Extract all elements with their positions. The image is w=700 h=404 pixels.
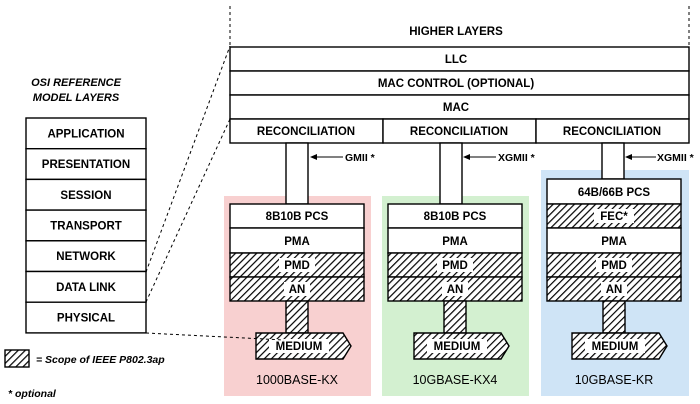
mapping-line-physical: [145, 332, 285, 341]
medium-label-10gbase-kx4: MEDIUM: [434, 341, 481, 353]
medium-label-10gbase-kr: MEDIUM: [592, 341, 639, 353]
pma-label-10gbase-kr: PMA: [601, 236, 627, 248]
mac-control-label: MAC CONTROL (OPTIONAL): [378, 78, 534, 90]
osi-layer-label: NETWORK: [56, 251, 116, 263]
reconciliation-label-2: RECONCILIATION: [410, 126, 508, 138]
medium-label-1000base-kx: MEDIUM: [276, 341, 323, 353]
gmii-bus: [285, 142, 309, 205]
osi-layer-label: SESSION: [60, 190, 111, 202]
pma-label-1000base-kx: PMA: [284, 236, 310, 248]
pmd-label-bg-1000base-kx: [279, 258, 315, 272]
medium-link-10gbase-kr: [602, 300, 626, 334]
an-label-1000base-kx: AN: [289, 284, 306, 296]
medium-link-1000base-kx: [285, 300, 309, 334]
osi-title-line-2: MODEL LAYERS: [33, 92, 120, 104]
osi-layer-label: DATA LINK: [56, 282, 117, 294]
xgmii-bus-kr: [601, 142, 625, 180]
gmii-arrowhead: [310, 154, 317, 160]
phy-name-1000base-kx: 1000BASE-KX: [256, 373, 339, 387]
reconciliation-box-1: [229, 118, 384, 144]
phy-name-10gbase-kx4: 10GBASE-KX4: [413, 373, 498, 387]
mac-label: MAC: [443, 102, 469, 114]
pmd-label-bg-10gbase-kr: [596, 258, 632, 272]
medium-label-bg-10gbase-kr: [585, 339, 645, 353]
llc-label: LLC: [445, 54, 467, 66]
osi-layer-box: [25, 178, 147, 211]
osi-layer-stack: APPLICATION PRESENTATION SESSION TRANSPORT N…: [25, 117, 147, 334]
osi-layer-label: APPLICATION: [47, 128, 124, 140]
legend-scope-label: = Scope of IEEE P802.3ap: [36, 354, 165, 366]
an-label-10gbase-kr: AN: [606, 284, 623, 296]
reconciliation-box-3: [535, 118, 690, 144]
medium-link-10gbase-kx4: [443, 300, 467, 334]
fec-label-bg-10gbase-kr: [594, 209, 634, 223]
phy-name-10gbase-kr: 10GBASE-KR: [575, 373, 654, 387]
an-label-bg-1000base-kx: [284, 282, 310, 296]
pma-box-10gbase-kx4: [387, 227, 523, 254]
osi-title-line-1: OSI REFERENCE: [31, 77, 122, 89]
mapping-line-data-link-bottom: [145, 118, 231, 303]
pma-box-10gbase-kr: [546, 227, 682, 254]
an-label-10gbase-kx4: AN: [447, 284, 464, 296]
mapping-line-data-link-top: [145, 45, 231, 273]
xgmii-label-kx4: XGMII *: [498, 152, 536, 164]
legend-hatch-swatch: [4, 349, 30, 368]
medium-label-bg-1000base-kx: [269, 339, 329, 353]
pmd-label-1000base-kx: PMD: [284, 260, 310, 272]
an-label-bg-10gbase-kr: [601, 282, 627, 296]
xgmii-bus-kx4: [439, 142, 463, 205]
pcs-label-10gbase-kr: 64B/66B PCS: [578, 187, 651, 199]
pma-label-10gbase-kx4: PMA: [442, 236, 468, 248]
osi-layer-box: [25, 117, 147, 150]
pmd-label-bg-10gbase-kx4: [437, 258, 473, 272]
osi-layer-label: PHYSICAL: [57, 313, 115, 325]
osi-layer-box: [25, 301, 147, 334]
mac-control-box: [229, 70, 690, 96]
osi-layer-label: PRESENTATION: [42, 159, 130, 171]
osi-layer-box: [25, 147, 147, 181]
gmii-label: GMII *: [345, 152, 376, 164]
llc-box: [229, 46, 690, 72]
reconciliation-box-2: [382, 118, 537, 144]
xgmii-arrowhead-kr: [625, 154, 632, 160]
fec-label-10gbase-kr: FEC*: [600, 211, 628, 223]
osi-layer-label: TRANSPORT: [50, 220, 122, 232]
higher-layers-label: HIGHER LAYERS: [409, 26, 503, 38]
pmd-label-10gbase-kr: PMD: [601, 260, 627, 272]
xgmii-arrowhead-kx4: [463, 154, 470, 160]
legend-optional-label: * optional: [8, 388, 57, 400]
reconciliation-label-3: RECONCILIATION: [563, 126, 661, 138]
pmd-label-10gbase-kx4: PMD: [442, 260, 468, 272]
an-label-bg-10gbase-kx4: [442, 282, 468, 296]
pcs-box-10gbase-kx4: [387, 203, 523, 229]
pcs-label-1000base-kx: 8B10B PCS: [266, 211, 329, 223]
xgmii-label-kr: XGMII *: [657, 152, 695, 164]
pcs-label-10gbase-kx4: 8B10B PCS: [424, 211, 487, 223]
medium-label-bg-10gbase-kx4: [427, 339, 487, 353]
pcs-box-1000base-kx: [229, 203, 365, 229]
reconciliation-label-1: RECONCILIATION: [257, 126, 355, 138]
